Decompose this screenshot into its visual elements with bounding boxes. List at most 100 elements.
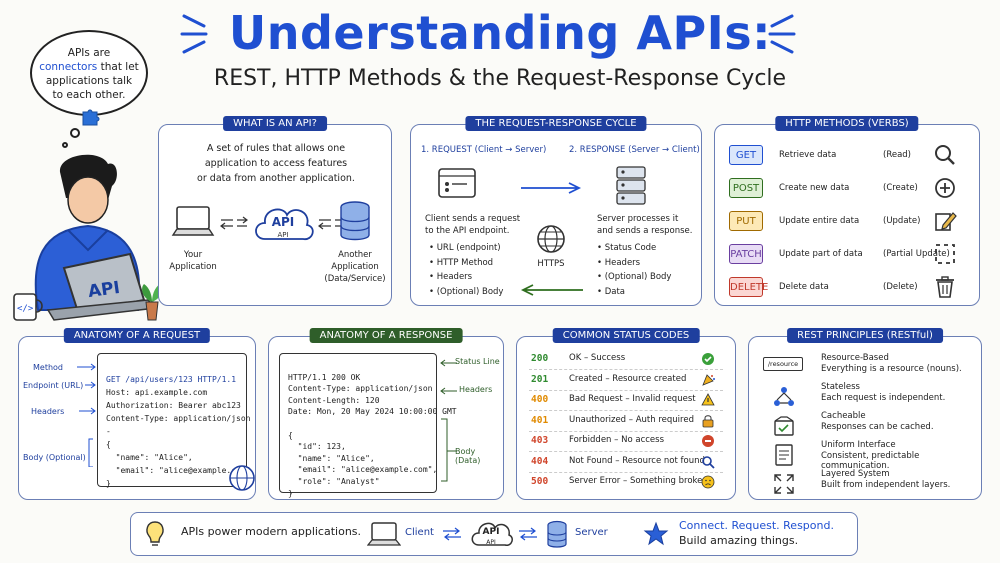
status-text: Bad Request – Invalid request	[569, 394, 696, 404]
arrows-left-icon	[220, 216, 248, 230]
status-row-400: 400 Bad Request – Invalid request	[531, 393, 721, 414]
lock-icon	[702, 414, 714, 427]
method-type: (Partial Update)	[883, 249, 950, 259]
code-mug-icon: </>	[13, 293, 43, 321]
code-line: HTTP/1.1 200 OK	[288, 372, 361, 382]
code-line: }	[106, 479, 111, 488]
code-line: "name": "Alice",	[288, 453, 375, 463]
what-is-api-panel: WHAT IS AN API? A set of rules that allo…	[158, 116, 392, 306]
status-code: 500	[531, 476, 549, 487]
method-label: Method	[33, 363, 64, 372]
method-badge: POST	[729, 178, 763, 198]
rest-principle-desc: Built from independent layers.	[821, 480, 951, 490]
code-line: "role": "Analyst"	[288, 476, 380, 486]
globe-icon	[537, 225, 565, 253]
star-icon	[643, 521, 669, 546]
code-line: "name": "Alice",	[106, 453, 193, 462]
code-line: Content-Length: 120	[288, 395, 380, 405]
code-line: Content-Type: application/json	[288, 384, 433, 394]
rest-principles-panel: REST PRINCIPLES (RESTful) /resource Reso…	[748, 328, 982, 500]
headers-label: Headers	[31, 407, 65, 416]
resource-tag: /resource	[763, 357, 803, 371]
what-is-api-desc-2: application to access features	[204, 158, 348, 169]
status-text: Not Found – Resource not found	[569, 455, 705, 466]
response-text-2: and sends a response.	[597, 226, 693, 236]
status-line-label: Status Line	[455, 357, 500, 366]
methods-title: HTTP METHODS (VERBS)	[775, 116, 919, 131]
code-line: "email": "alice@example.com"	[106, 466, 251, 475]
bubble-dot	[70, 128, 80, 138]
status-code: 401	[531, 414, 549, 426]
rest-title: REST PRINCIPLES (RESTful)	[787, 328, 943, 343]
lightbulb-icon	[146, 521, 164, 546]
method-badge: DELETE	[729, 277, 768, 297]
thought-bubble: APIs are connectors that let application…	[30, 30, 148, 116]
divider	[529, 451, 723, 452]
request-item: • (Optional) Body	[429, 286, 504, 297]
warning-icon	[701, 393, 715, 406]
another-app-label-2: Application	[331, 262, 379, 272]
method-type: (Delete)	[883, 282, 918, 292]
party-icon	[702, 373, 715, 386]
page-subtitle: REST, HTTP Methods & the Request-Respons…	[213, 66, 787, 91]
response-anatomy-title: ANATOMY OF A RESPONSE	[309, 328, 463, 343]
method-badge: PUT	[729, 211, 763, 231]
code-line: {	[106, 440, 111, 449]
code-line: Host: api.example.com	[106, 388, 208, 397]
api-cloud-icon	[255, 208, 314, 240]
bubble-line-4: to each other.	[52, 89, 126, 101]
what-is-api-desc-1: A set of rules that allows one	[206, 143, 346, 154]
method-description: Delete data	[779, 282, 829, 292]
response-item: • Data	[597, 286, 626, 297]
code-line: Date: Mon, 20 May 2024 10:00:00 GMT	[288, 407, 457, 417]
network-icon	[774, 387, 794, 406]
server-icon	[616, 166, 646, 205]
sparkle-right-icon	[768, 14, 796, 54]
status-codes-title: COMMON STATUS CODES	[552, 328, 700, 343]
response-text-1: Server processes it	[597, 214, 679, 224]
method-description: Retrieve data	[779, 150, 837, 160]
request-arrow-icon	[521, 182, 582, 194]
footer-bar: APIs power modern applications. Client A…	[130, 512, 858, 556]
code-line: Content-Type: application/json	[106, 414, 251, 423]
code-line: "id": 123,	[288, 442, 346, 452]
footer-laptop-icon	[367, 522, 401, 546]
label-arrows	[77, 363, 96, 467]
code-line	[288, 418, 428, 430]
sparkle-left-icon	[180, 14, 208, 54]
edit-icon	[935, 212, 957, 231]
footer-server-label: Server	[575, 527, 608, 538]
status-row-401: 401 Unauthorized – Auth required	[531, 415, 721, 435]
request-anatomy-title: ANATOMY OF A REQUEST	[63, 328, 211, 343]
rest-principle-name: Resource-Based	[821, 353, 889, 363]
response-label-arrows	[440, 359, 457, 482]
response-item: • Headers	[597, 257, 641, 268]
rest-principle-name: Stateless	[821, 382, 860, 392]
request-text-1: Client sends a request	[425, 214, 521, 224]
footer-api-label: API	[482, 527, 500, 537]
code-line: -	[106, 427, 111, 436]
method-badge: PATCH	[729, 244, 763, 264]
bubble-line-3: applications talk	[45, 75, 133, 87]
response-headers-label: Headers	[459, 385, 493, 394]
response-heading: 2. RESPONSE (Server → Client)	[569, 145, 700, 155]
divider	[529, 369, 723, 370]
response-anatomy-panel: ANATOMY OF A RESPONSE HTTP/1.1 200 OK Con…	[268, 328, 504, 500]
code-line: {	[288, 430, 293, 440]
endpoint-label: Endpoint (URL)	[23, 381, 84, 390]
expand-icon	[774, 474, 794, 494]
status-text: OK – Success	[569, 353, 626, 363]
rest-principle-name: Layered System	[821, 469, 890, 479]
rest-principle-desc: Consistent, predictable communication.	[821, 451, 920, 471]
sad-face-icon	[701, 475, 715, 489]
divider	[529, 471, 723, 473]
status-code: 400	[531, 394, 549, 405]
status-text: Unauthorized – Auth required	[569, 414, 694, 425]
puzzle-icon	[82, 109, 100, 126]
code-line: "email": "alice@example.com",	[288, 465, 438, 475]
